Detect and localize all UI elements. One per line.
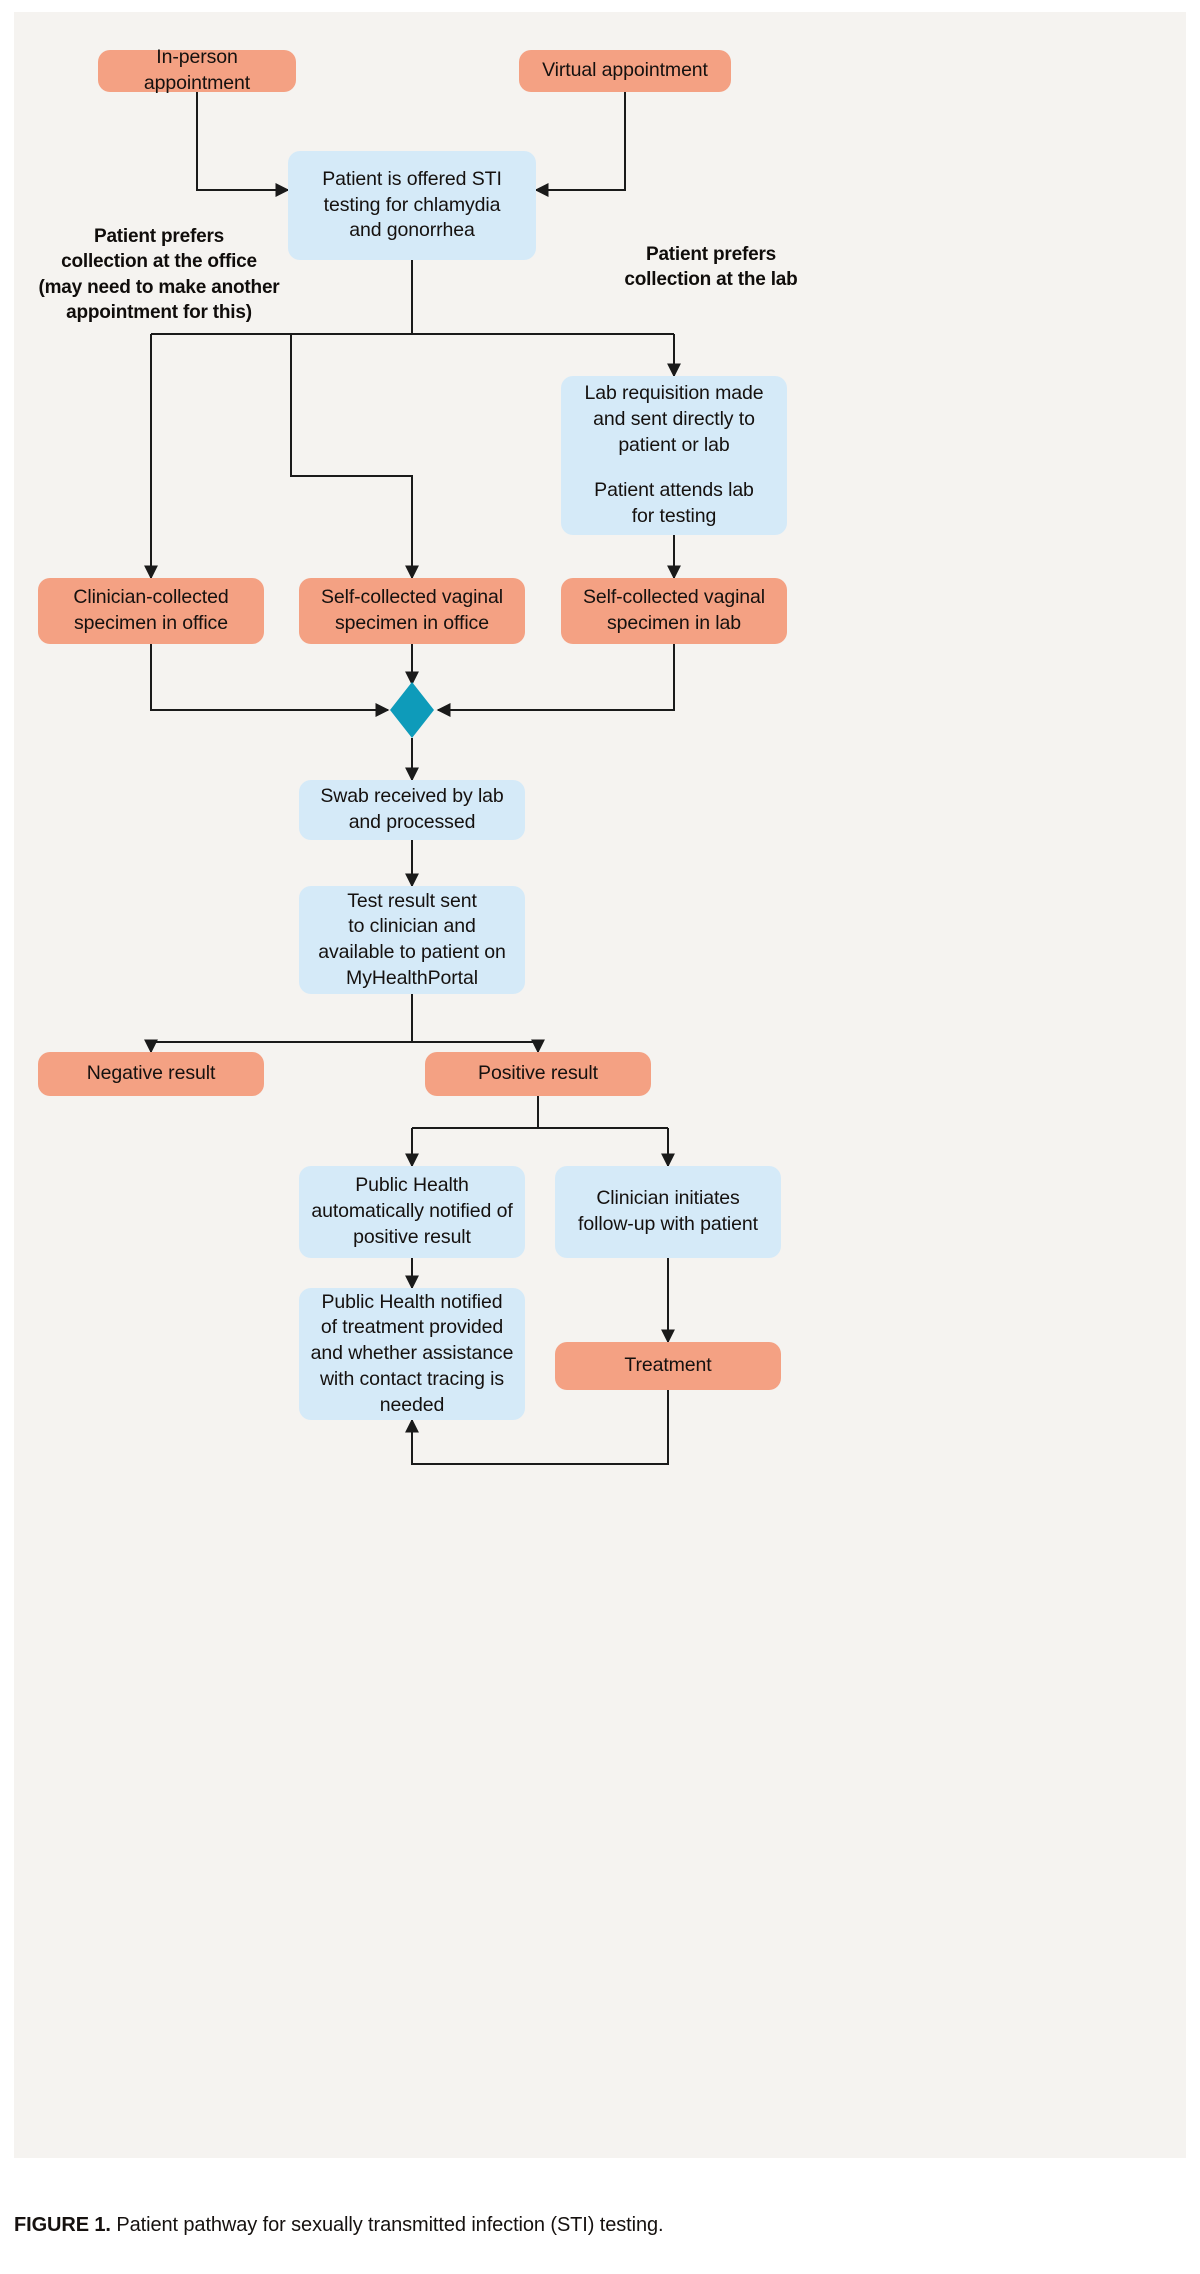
node-label-line: Public Health	[355, 1174, 469, 1197]
node-label-line: Patient attends lab	[594, 479, 754, 502]
node-positive-result[interactable]: Positive result	[425, 1052, 651, 1096]
node-label: In-person appointment	[143, 46, 251, 94]
node-label-line: specimen in lab	[607, 612, 741, 634]
node-label-line: of treatment provided	[320, 1316, 504, 1339]
node-self-collected-specimen-office[interactable]: Self-collected vaginal specimen in offic…	[299, 578, 525, 644]
node-label-line: Test result sent	[347, 889, 477, 912]
edge-inperson-to-offered	[196, 92, 290, 197]
node-label-line: Lab requisition made	[584, 382, 764, 405]
figure-caption-text: Patient pathway for sexually transmitted…	[116, 2214, 664, 2236]
node-label-line: MyHealthPortal	[346, 966, 478, 989]
connector-layer	[144, 92, 681, 1465]
edge-virtual-to-offered	[534, 92, 626, 197]
node-label-line: for testing	[631, 505, 717, 528]
node-label-line: to clinician and	[348, 915, 476, 938]
node-label-line: Patient is offered STI	[322, 167, 502, 190]
edge-label-prefers-lab: Patient prefers collection at the lab	[624, 244, 798, 291]
figure-caption-label: FIGURE 1.	[14, 2214, 111, 2236]
node-clinician-collected-specimen[interactable]: Clinician-collected specimen in office	[38, 578, 264, 644]
node-label-line: follow-up with patient	[578, 1213, 758, 1235]
node-virtual-appointment[interactable]: Virtual appointment	[519, 50, 731, 92]
node-label-line: and whether assistance	[310, 1342, 514, 1365]
node-label-line: Self-collected vaginal	[582, 586, 766, 609]
edge-clinician-to-junction	[150, 644, 390, 717]
node-test-result-sent[interactable]: Test result sent to clinician and availa…	[299, 886, 525, 994]
node-label-line: testing for chlamydia	[323, 193, 501, 216]
node-label-line: Clinician-collected	[73, 586, 229, 609]
figure-caption: FIGURE 1. Patient pathway for sexually t…	[14, 2214, 1186, 2237]
node-public-health-notified[interactable]: Public Health automatically notified of …	[299, 1166, 525, 1258]
node-clinician-initiates-followup[interactable]: Clinician initiates follow-up with patie…	[555, 1166, 781, 1258]
node-swab-received-by-lab[interactable]: Swab received by lab and processed	[299, 780, 525, 840]
node-label: Virtual appointment	[542, 59, 708, 82]
node-label-line: specimen in office	[74, 612, 228, 634]
flowchart-canvas: In-person appointment Virtual appointmen…	[14, 12, 1186, 2158]
node-label: Negative result	[86, 1062, 216, 1085]
node-label-line: Self-collected vaginal	[320, 586, 504, 609]
node-label-line: positive result	[353, 1225, 471, 1248]
edge-label-prefers-office: Patient prefers collection at the office…	[38, 226, 280, 324]
node-label-line: needed	[379, 1393, 445, 1416]
edge-treatment-to-phtreatment	[405, 1390, 669, 1465]
node-label-line: with contact tracing is	[319, 1367, 505, 1390]
node-label-line: specimen in office	[335, 612, 489, 634]
node-public-health-treatment-notified[interactable]: Public Health notified of treatment prov…	[299, 1288, 525, 1420]
node-label-line: Clinician initiates	[596, 1187, 740, 1210]
node-label-line: and sent directly to	[593, 407, 755, 430]
edge-selflab-to-junction	[436, 644, 675, 717]
node-label: Treatment	[624, 1354, 712, 1377]
node-label-line: Swab received by lab	[320, 785, 504, 808]
node-label-line: and processed	[348, 811, 476, 833]
node-lab-requisition[interactable]: Lab requisition made and sent directly t…	[561, 376, 787, 535]
node-label: Positive result	[478, 1062, 598, 1085]
node-label-line: available to patient on	[318, 941, 506, 963]
node-label-line: automatically notified of	[311, 1200, 513, 1223]
node-label-line: Public Health notified	[321, 1290, 503, 1313]
node-self-collected-specimen-lab[interactable]: Self-collected vaginal specimen in lab	[561, 578, 787, 644]
node-in-person-appointment[interactable]: In-person appointment	[98, 46, 296, 94]
node-offered-sti-testing[interactable]: Patient is offered STI testing for chlam…	[288, 151, 536, 260]
node-negative-result[interactable]: Negative result	[38, 1052, 264, 1096]
node-treatment[interactable]: Treatment	[555, 1342, 781, 1390]
node-label-line: and gonorrhea	[349, 219, 475, 242]
node-label-line: patient or lab	[618, 433, 730, 456]
edge-to-self-collected-office	[290, 334, 419, 580]
